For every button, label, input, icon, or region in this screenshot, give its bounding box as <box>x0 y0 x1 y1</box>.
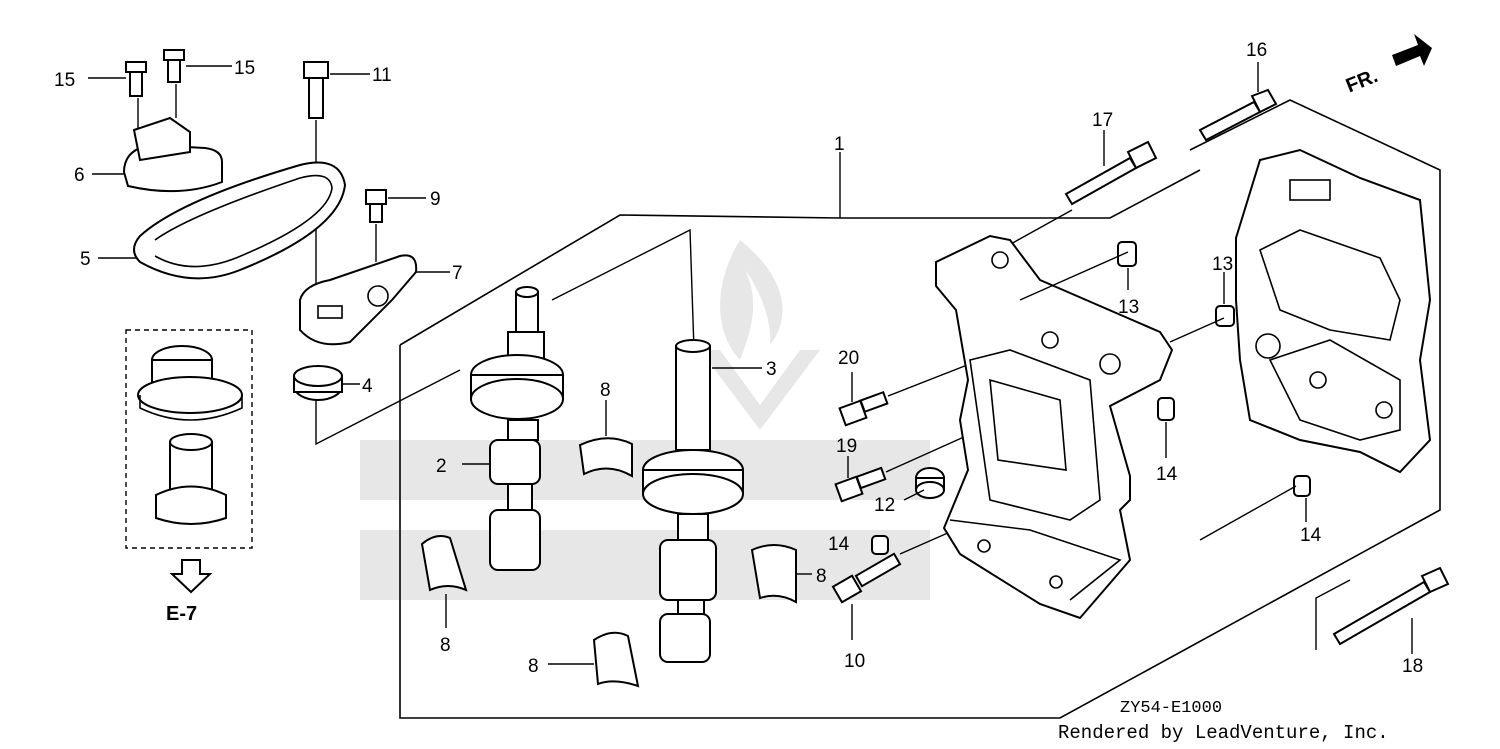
part-16-bolt <box>1198 62 1278 142</box>
cam-carrier-lower <box>1235 148 1432 474</box>
callout-5: 5 <box>80 249 91 270</box>
callout-6: 6 <box>74 165 85 186</box>
part-15-bolts <box>88 49 232 128</box>
callout-12: 12 <box>874 495 895 516</box>
render-credit: Rendered by LeadVenture, Inc. <box>1058 722 1389 744</box>
callout-16: 16 <box>1246 40 1267 61</box>
callout-19: 19 <box>836 436 857 457</box>
callout-9: 9 <box>430 189 441 210</box>
part-14-dowels <box>871 397 1311 555</box>
callout-14a: 14 <box>1156 464 1178 485</box>
callout-7: 7 <box>452 263 463 284</box>
reference-inset: E-7 <box>125 329 253 625</box>
part-2-camshaft <box>462 228 695 571</box>
part-5-timing-chain <box>98 161 347 280</box>
part-20-bolt <box>838 359 981 427</box>
part-12-collar <box>903 467 945 501</box>
callout-18: 18 <box>1402 656 1423 677</box>
part-19-bolt <box>834 431 976 503</box>
part-3-camshaft <box>642 339 762 663</box>
callout-leaders <box>839 152 1297 541</box>
callout-8c: 8 <box>816 566 827 587</box>
callout-8a: 8 <box>600 380 611 401</box>
part-18-bolt <box>1315 566 1450 654</box>
callout-14c: 14 <box>828 534 850 555</box>
callout-2: 2 <box>436 456 447 477</box>
callout-15a: 15 <box>54 70 75 91</box>
callout-10: 10 <box>844 651 865 672</box>
callout-8b: 8 <box>440 635 451 656</box>
reference-label: E-7 <box>166 603 197 625</box>
part-17-bolt <box>999 130 1158 251</box>
part-9-bolt <box>365 189 426 262</box>
part-8-bearings <box>420 400 812 688</box>
cam-carrier-upper <box>935 234 1174 620</box>
callout-1: 1 <box>834 134 845 155</box>
callout-4: 4 <box>362 376 373 397</box>
callout-labels: 1 2 3 4 5 6 7 8 8 8 8 9 10 11 12 13 13 1… <box>54 40 1423 677</box>
callout-11: 11 <box>372 65 392 86</box>
part-4-sprocket <box>293 365 461 446</box>
part-6-tensioner <box>92 116 223 193</box>
callout-17: 17 <box>1092 110 1113 131</box>
callout-13b: 13 <box>1212 254 1233 275</box>
callout-13a: 13 <box>1118 297 1139 318</box>
part-7-chain-guide <box>299 254 450 346</box>
callout-3: 3 <box>766 359 777 380</box>
diagram-code: ZY54-E1000 <box>1120 699 1222 718</box>
front-direction-indicator: FR. <box>1343 34 1432 97</box>
direction-label: FR. <box>1343 65 1381 97</box>
callout-8d: 8 <box>528 656 539 677</box>
callout-20: 20 <box>838 348 859 369</box>
part-13-dowels <box>1117 241 1235 327</box>
callout-15b: 15 <box>234 58 255 79</box>
callout-14b: 14 <box>1300 525 1322 546</box>
part-10-bolt <box>831 531 951 640</box>
